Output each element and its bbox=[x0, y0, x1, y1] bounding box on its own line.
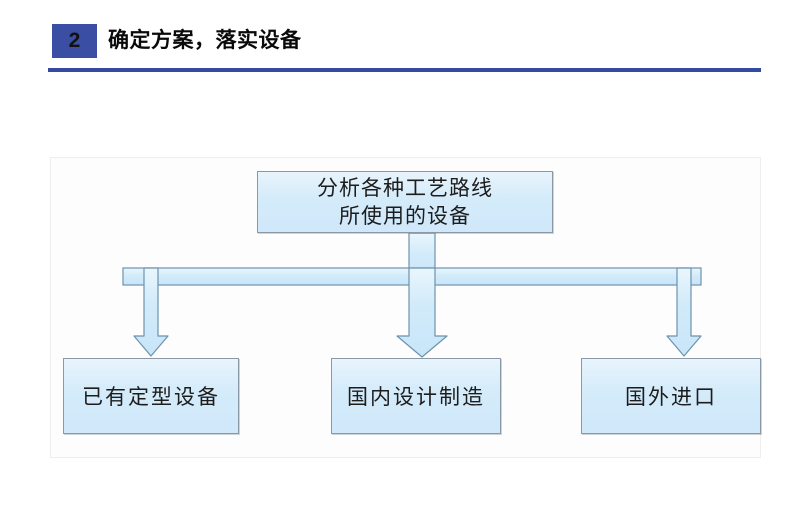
analysis-node-line-1: 分析各种工艺路线 bbox=[317, 176, 493, 200]
connector-arrow-right bbox=[666, 267, 702, 357]
existing-equipment-node[interactable]: 已有定型设备 bbox=[63, 358, 239, 434]
connector-horizontal-bar bbox=[122, 267, 702, 286]
analysis-node-line-2: 所使用的设备 bbox=[339, 204, 471, 228]
slide-header: 2 确定方案，落实设备 bbox=[0, 0, 808, 78]
page-title: 确定方案，落实设备 bbox=[108, 29, 302, 52]
foreign-import-label: 国外进口 bbox=[625, 385, 717, 409]
foreign-import-node[interactable]: 国外进口 bbox=[581, 358, 761, 434]
flowchart-panel: 分析各种工艺路线 所使用的设备 已有定型设备 国内设计制造 国外进口 bbox=[50, 157, 761, 458]
title-underline-rule bbox=[48, 68, 761, 72]
connector-root-stem bbox=[408, 232, 436, 286]
existing-equipment-label: 已有定型设备 bbox=[82, 385, 220, 409]
analysis-node[interactable]: 分析各种工艺路线 所使用的设备 bbox=[257, 171, 553, 233]
connector-arrow-center bbox=[396, 267, 448, 358]
domestic-manufacture-label: 国内设计制造 bbox=[347, 385, 485, 409]
section-number-badge: 2 bbox=[52, 24, 97, 58]
connector-arrow-left bbox=[133, 267, 169, 357]
domestic-manufacture-node[interactable]: 国内设计制造 bbox=[331, 358, 501, 434]
section-number-label: 2 bbox=[68, 29, 81, 52]
